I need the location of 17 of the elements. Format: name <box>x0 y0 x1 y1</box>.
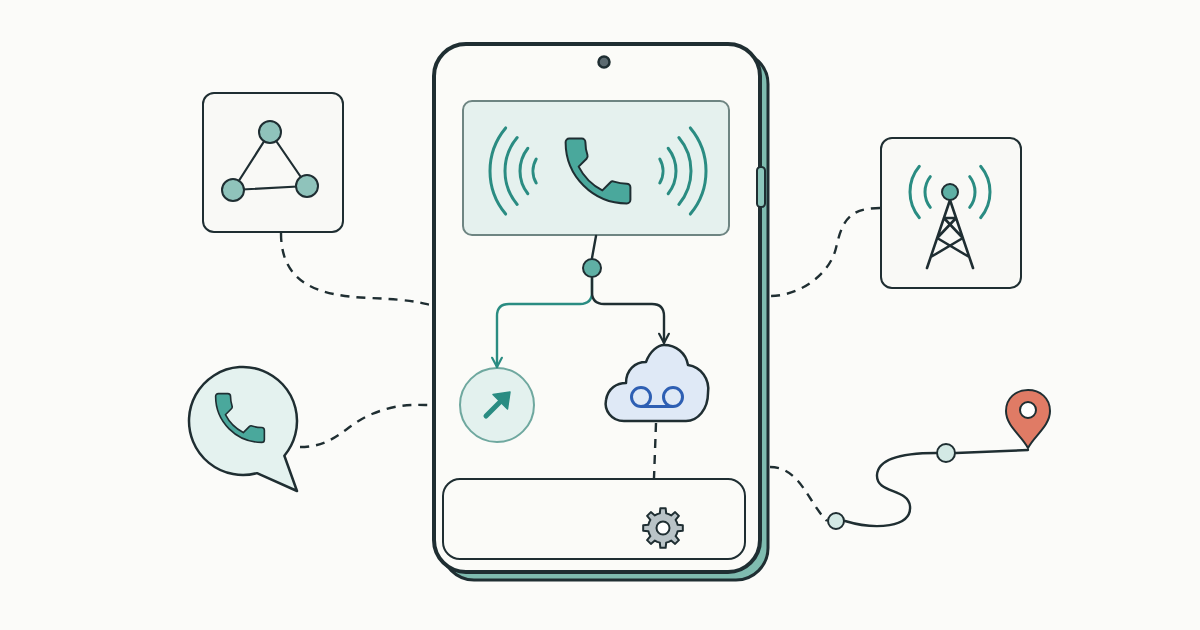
dashed-connector <box>769 465 828 522</box>
dashed-connector <box>769 206 881 298</box>
location-pin-icon <box>1004 388 1052 450</box>
smartphone <box>432 42 770 582</box>
connector-line <box>590 234 598 260</box>
call-panel <box>462 100 730 236</box>
bottom-bar <box>442 478 746 560</box>
speech-bubble <box>186 364 300 494</box>
arrow <box>590 276 670 345</box>
waypoint-dot-icon <box>936 443 956 463</box>
route-line <box>954 448 1030 455</box>
tower-card <box>880 137 1022 289</box>
route-line <box>843 451 938 528</box>
network-card <box>202 92 344 233</box>
waypoint-dot-icon <box>827 512 845 530</box>
dashed-connector <box>652 422 658 479</box>
voicemail-cloud <box>602 343 712 423</box>
